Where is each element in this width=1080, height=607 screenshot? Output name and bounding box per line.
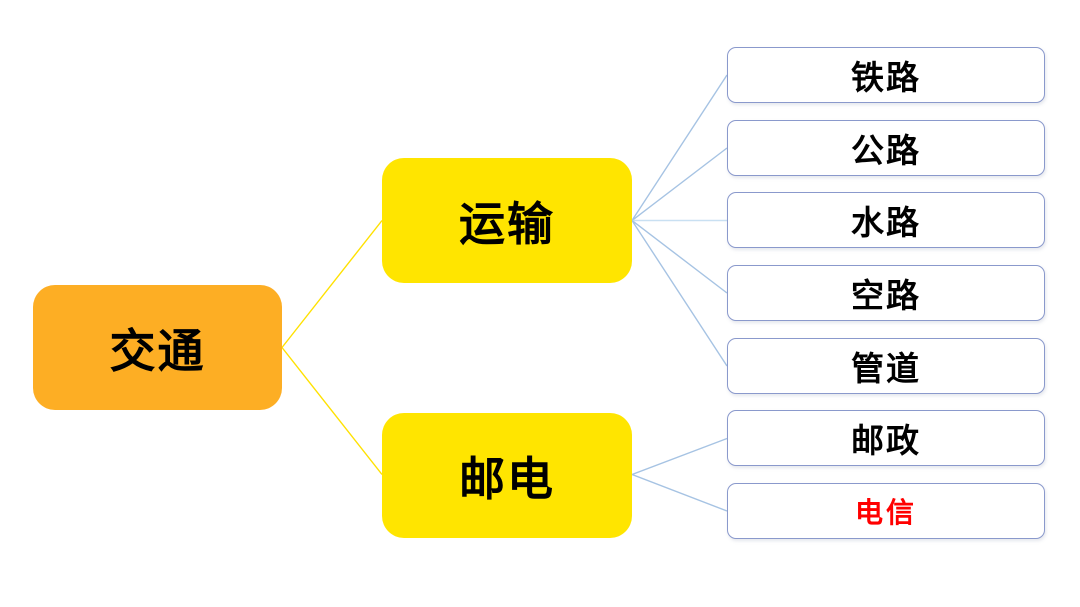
connector-transport-to-railway (631, 74, 728, 221)
connector-transport-to-highway (631, 147, 728, 222)
connector-transport-to-airway (631, 219, 728, 294)
branch-node-label: 运输 (459, 196, 555, 251)
leaf-node-railway: 铁路 (727, 47, 1045, 103)
leaf-node-airway: 空路 (727, 265, 1045, 321)
branch-node-transport: 运输 (382, 158, 632, 283)
connector-post-telecom-to-postal (631, 437, 728, 476)
leaf-node-label: 管道 (851, 349, 921, 388)
leaf-node-label: 空路 (851, 276, 921, 315)
leaf-node-highway: 公路 (727, 120, 1045, 176)
root-node-label: 交通 (109, 323, 206, 378)
leaf-node-pipeline: 管道 (727, 338, 1045, 394)
connector-post-telecom-to-telecom (631, 473, 728, 512)
leaf-node-label: 铁路 (851, 58, 921, 97)
leaf-node-postal: 邮政 (727, 410, 1045, 466)
root-node-traffic: 交通 (33, 285, 282, 410)
leaf-node-label: 水路 (851, 203, 921, 242)
leaf-node-label: 邮政 (851, 421, 921, 460)
leaf-node-waterway: 水路 (727, 192, 1045, 248)
leaf-node-label: 电信 (854, 496, 917, 529)
connector-root-to-post-telecom (281, 347, 383, 475)
connector-root-to-transport (281, 220, 383, 348)
branch-node-post-telecom: 邮电 (382, 413, 632, 538)
connector-transport-to-pipeline (631, 220, 728, 367)
leaf-node-label: 公路 (851, 131, 921, 170)
branch-node-label: 邮电 (459, 451, 555, 506)
leaf-node-telecom: 电信 (727, 483, 1045, 539)
